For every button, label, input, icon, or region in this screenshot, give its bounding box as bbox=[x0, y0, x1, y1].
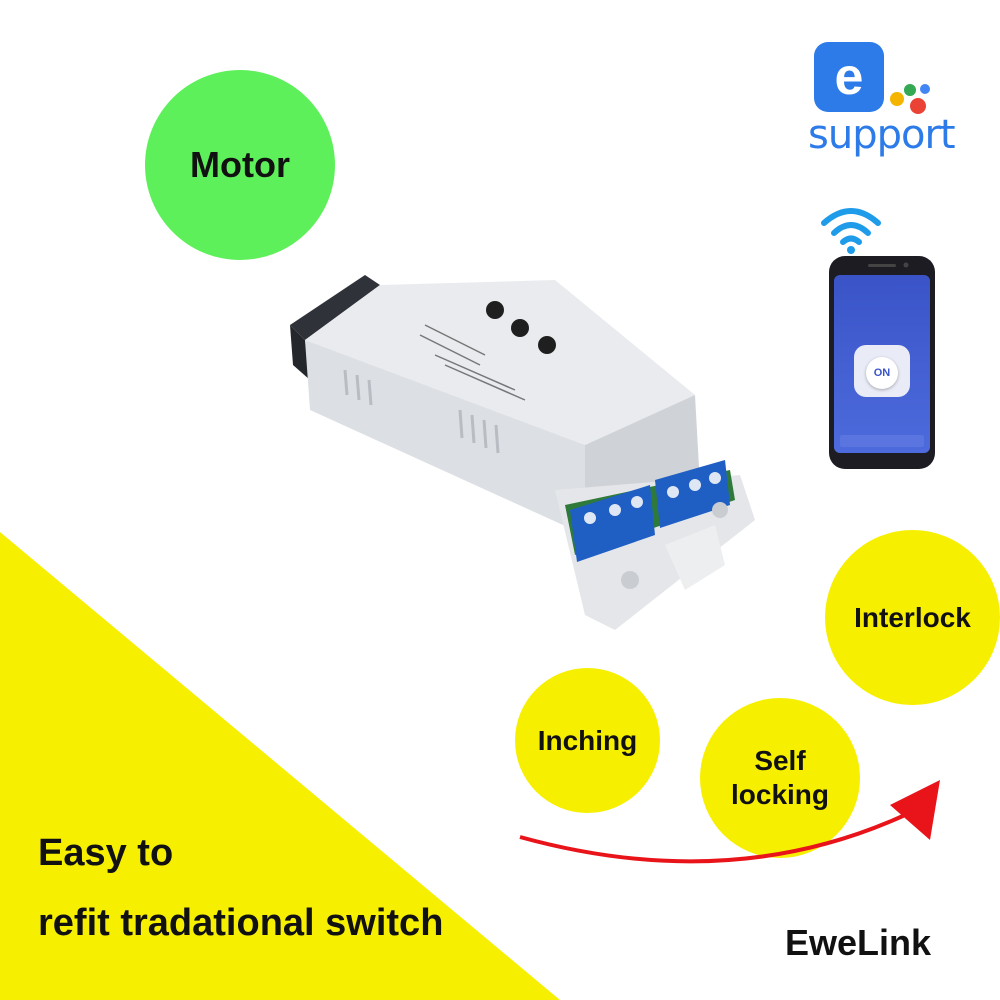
wifi-icon bbox=[821, 208, 881, 254]
power-button-icon: ON bbox=[866, 357, 898, 389]
ewelink-brand: EweLink bbox=[785, 922, 932, 963]
logo-dot-blue bbox=[920, 84, 930, 94]
curved-arrow-icon bbox=[519, 780, 940, 864]
logo-dot-yellow bbox=[890, 92, 904, 106]
inching-label: Inching bbox=[537, 724, 638, 756]
logo-dot-red bbox=[910, 98, 926, 114]
headline-line-1: Easy to bbox=[38, 832, 174, 874]
self-locking-label-line1: Self bbox=[754, 745, 806, 777]
headline-line-2: refit tradational switch bbox=[38, 902, 444, 944]
logo-dot-green bbox=[904, 84, 916, 96]
logo-e-badge: e bbox=[814, 42, 884, 112]
phone-on-label: ON bbox=[873, 367, 891, 379]
esupport-logo: e support bbox=[808, 38, 968, 168]
logo-text: support bbox=[808, 112, 956, 158]
inching-badge: Inching bbox=[515, 668, 660, 813]
relay-module-image bbox=[290, 275, 755, 630]
interlock-badge: Interlock bbox=[825, 530, 1000, 705]
interlock-label: Interlock bbox=[854, 601, 971, 633]
motor-label: Motor bbox=[190, 144, 290, 186]
motor-badge: Motor bbox=[145, 70, 335, 260]
self-locking-badge: Self locking bbox=[700, 698, 860, 858]
self-locking-label-line2: locking bbox=[730, 779, 829, 810]
